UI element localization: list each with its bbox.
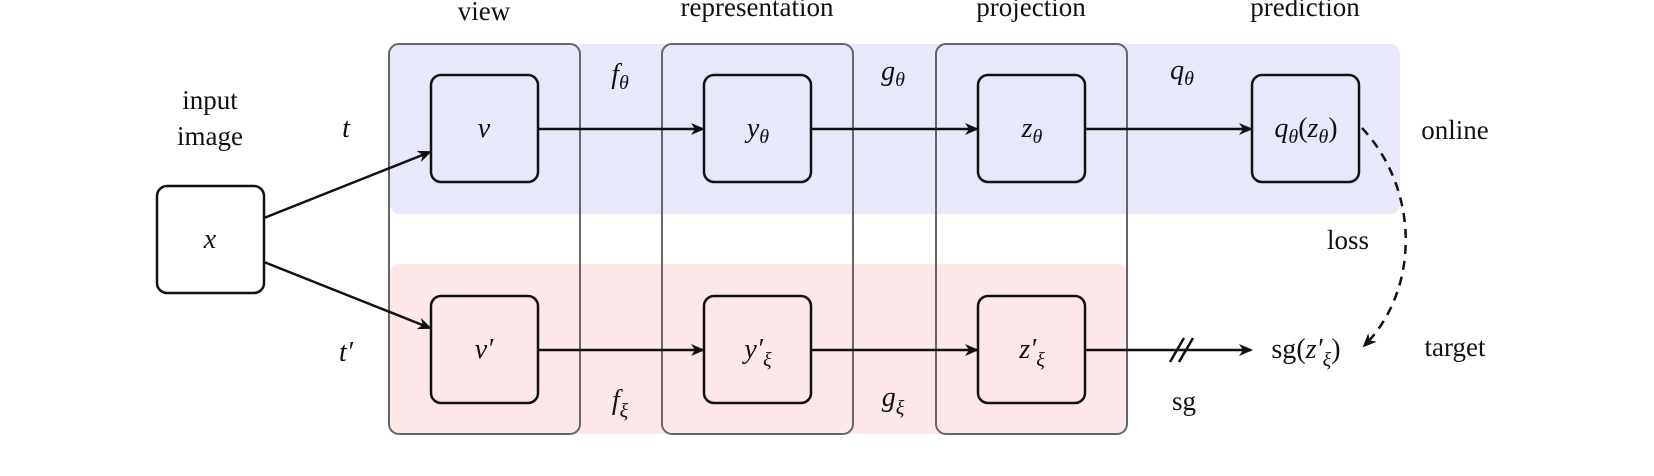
stop-gradient-mark — [1168, 337, 1195, 363]
target-projection-label: z′ξ — [1018, 334, 1045, 371]
input-label-line2: image — [177, 121, 243, 151]
transform-label-target: t′ — [339, 337, 354, 368]
target-view-label: v′ — [475, 334, 494, 365]
edge-label-online-f: fθ — [611, 59, 629, 94]
loss-label: loss — [1327, 225, 1369, 255]
edge-label-target-g: gξ — [882, 382, 905, 419]
branch-label-online: online — [1421, 115, 1489, 145]
view-column-frame — [388, 43, 581, 435]
branch-label-target: target — [1425, 332, 1486, 362]
edge-label-target-f: fξ — [612, 385, 629, 422]
arrow-input-to-target-view — [263, 260, 432, 330]
column-header-representation: representation — [681, 0, 834, 22]
edge-label-online-q: qθ — [1170, 55, 1194, 90]
online-prediction-label: qθ(zθ) — [1274, 113, 1337, 148]
online-projection-label: zθ — [1021, 113, 1043, 148]
representation-column-frame — [661, 43, 854, 435]
target-representation-label: y′ξ — [741, 334, 772, 371]
edge-label-target-sg: sg — [1172, 386, 1196, 416]
input-node — [155, 184, 266, 295]
column-header-prediction: prediction — [1250, 0, 1360, 22]
projection-column-frame — [935, 43, 1128, 435]
input-label-line1: input — [182, 85, 238, 115]
transform-label-online: t — [342, 113, 351, 144]
online-representation-label: yθ — [744, 113, 769, 148]
column-header-view: view — [458, 0, 511, 26]
loss-dashed-arrow — [1361, 127, 1407, 348]
online-view-label: v — [478, 113, 491, 144]
arrow-input-to-online-view — [263, 150, 432, 220]
target-output-label: sg(z′ξ) — [1271, 334, 1340, 371]
column-header-projection: projection — [976, 0, 1086, 22]
edge-label-online-g: gθ — [881, 56, 905, 91]
input-node-label: x — [203, 224, 217, 255]
